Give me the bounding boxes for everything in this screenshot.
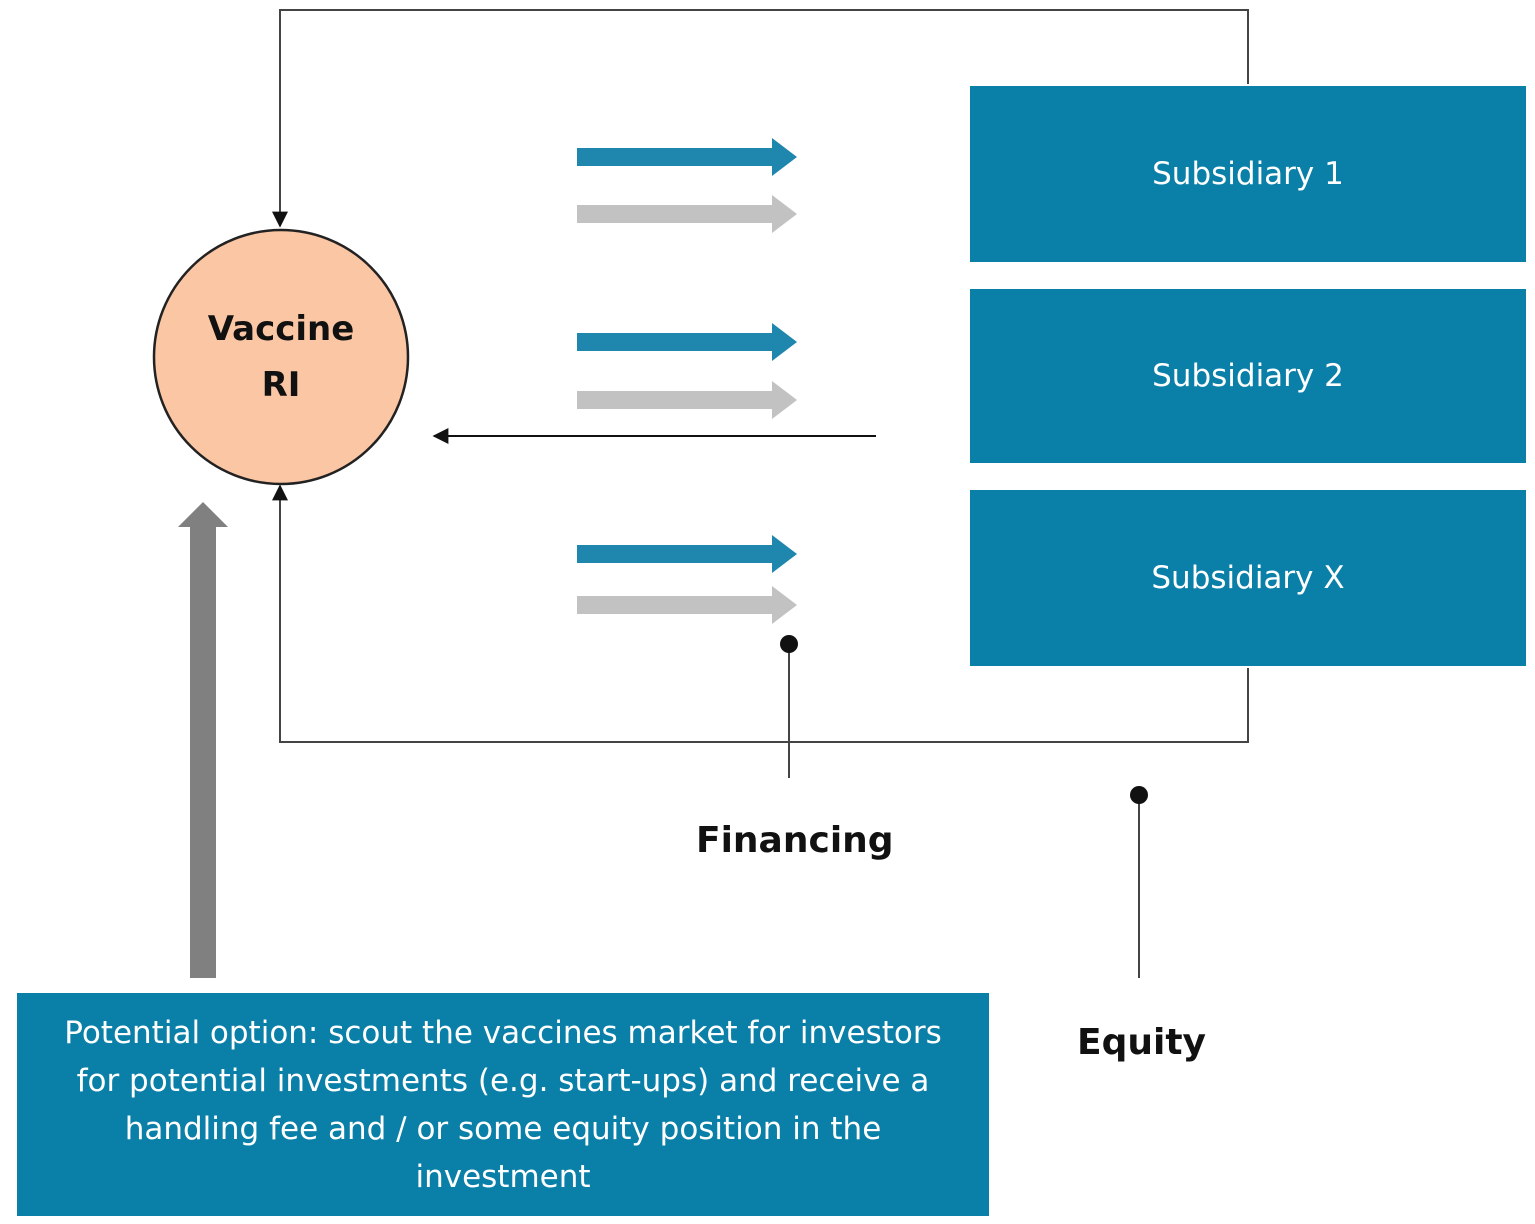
financing-arrow-3 xyxy=(577,535,797,573)
equity-arrow-3 xyxy=(577,586,797,624)
vaccine-ri-circle xyxy=(152,228,410,486)
subsidiary-1-box: Subsidiary 1 xyxy=(970,86,1526,262)
financing-pin-dot xyxy=(780,635,798,653)
potential-option-text: Potential option: scout the vaccines mar… xyxy=(64,1014,942,1195)
equity-label: Equity xyxy=(1077,1022,1207,1063)
financing-arrow-1 xyxy=(577,138,797,176)
flow-arrows xyxy=(577,138,797,624)
subsidiary-x-box: Subsidiary X xyxy=(970,490,1526,666)
equity-return-top-line xyxy=(272,9,1249,228)
subsidiary-2-box: Subsidiary 2 xyxy=(970,289,1526,463)
subsidiary-x-label: Subsidiary X xyxy=(1151,560,1345,596)
financing-label: Financing xyxy=(696,820,894,861)
potential-option-box: Potential option: scout the vaccines mar… xyxy=(17,993,989,1216)
big-up-arrow xyxy=(178,502,228,978)
equity-arrow-1 xyxy=(577,195,797,233)
subsidiary-1-label: Subsidiary 1 xyxy=(1152,156,1344,192)
equity-return-bottom-line xyxy=(272,484,1249,743)
subsidiary-2-label: Subsidiary 2 xyxy=(1152,358,1344,394)
equity-pin-dot xyxy=(1130,786,1148,804)
financing-arrow-2 xyxy=(577,323,797,361)
vaccine-ri-label: Vaccine RI xyxy=(207,309,355,405)
equity-arrow-2 xyxy=(577,381,797,419)
